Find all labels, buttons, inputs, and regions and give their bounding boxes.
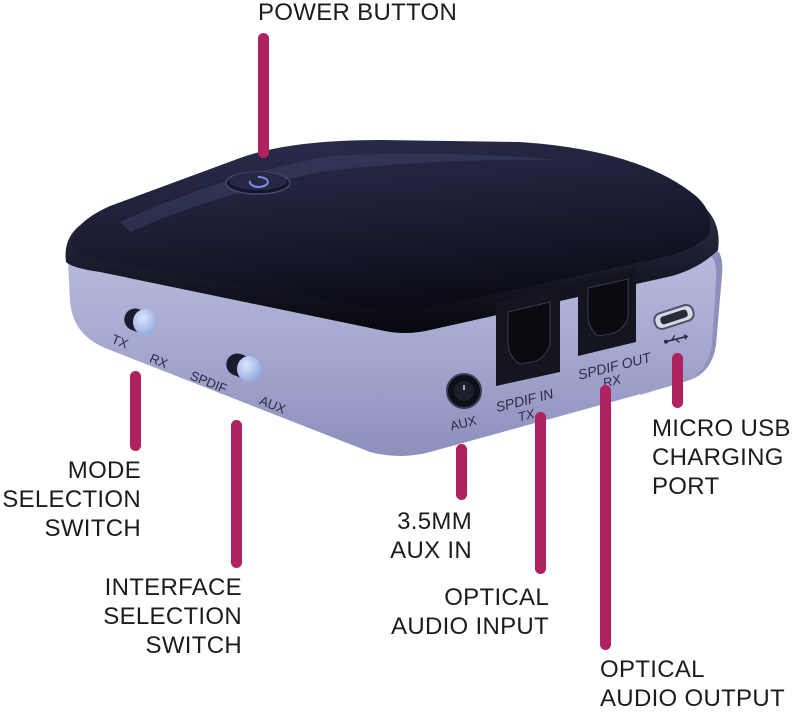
micro-usb-pointer xyxy=(672,353,683,408)
mode-switch-label: MODE SELECTION SWITCH xyxy=(2,457,141,542)
power-button-label: POWER BUTTON xyxy=(258,0,458,26)
optical-input-label: OPTICAL AUDIO INPUT xyxy=(391,584,549,640)
optical-input-pointer xyxy=(535,412,546,574)
mode-selection-switch[interactable] xyxy=(121,305,157,337)
top-highlight xyxy=(120,153,560,232)
spdif-in-port[interactable] xyxy=(496,288,560,386)
power-button-pointer xyxy=(258,33,269,158)
aux-port-marking: AUX xyxy=(448,413,478,434)
mode-switch-pointer xyxy=(130,371,141,451)
interface-switch-pointer xyxy=(231,420,242,568)
optical-output-pointer xyxy=(600,385,611,650)
optical-output-label: OPTICAL AUDIO OUTPUT xyxy=(600,656,785,712)
power-button[interactable] xyxy=(225,171,291,195)
aux-in-label: 3.5MM AUX IN xyxy=(390,508,472,564)
usb-icon xyxy=(663,334,689,344)
aux-jack[interactable] xyxy=(446,373,482,409)
mode-tx-marking: TX xyxy=(109,331,130,351)
interface-selection-switch[interactable] xyxy=(223,350,261,382)
aux-in-pointer xyxy=(456,444,467,500)
interface-switch-label: INTERFACE SELECTION SWITCH xyxy=(103,574,242,659)
micro-usb-label: MICRO USB CHARGING PORT xyxy=(652,415,791,500)
power-icon xyxy=(248,175,269,188)
spdif-out-port[interactable] xyxy=(578,268,636,356)
mode-rx-marking: RX xyxy=(148,351,171,372)
spdif-in-sub-marking: TX xyxy=(516,406,537,425)
micro-usb-port[interactable] xyxy=(653,303,696,331)
